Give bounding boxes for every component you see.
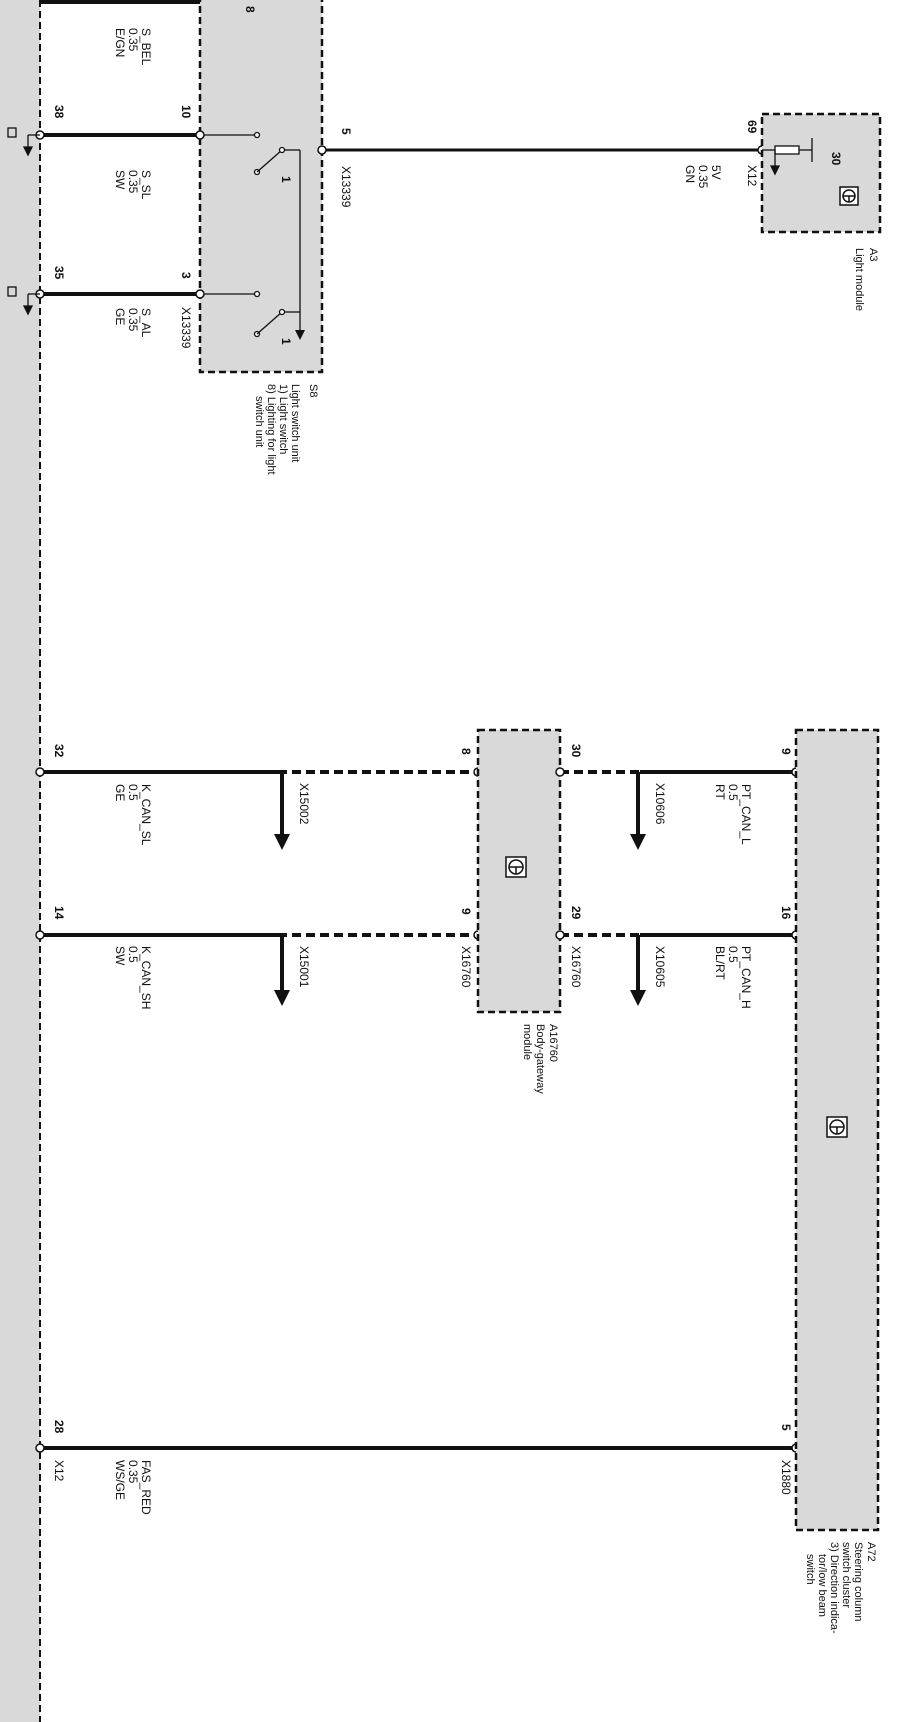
wire-s-sl-switch-pin: 10	[179, 105, 193, 119]
wire-s-al-cross-section: 0.35	[126, 308, 140, 332]
ground-arrow-icon	[274, 772, 290, 850]
wire-pt-can-l-module-pin: 9	[779, 748, 793, 755]
wire-5v-module-pin: 69	[745, 120, 759, 134]
wire-5v-switch-connector: X13339	[339, 166, 353, 208]
wire-k-can-sl-gateway-pin: 8	[459, 748, 473, 755]
wire-pt-can-h-module-pin: 16	[779, 906, 793, 920]
steering-id: A72	[865, 1542, 877, 1562]
wire-pt-can-l-signal: PT_CAN_L	[739, 784, 753, 845]
s-bel-color: E/GN	[113, 28, 127, 57]
ground-arrow-icon	[274, 935, 290, 1006]
pin-10-terminal	[195, 130, 205, 140]
wire-pt-can-h-gateway-connector: X16760	[569, 946, 583, 988]
wire-fas-red-color: WS/GE	[113, 1460, 127, 1500]
wire-fas-red-connector: X12	[52, 1460, 66, 1482]
light-module-terminal: 30	[829, 152, 843, 166]
ground-arrow-icon	[630, 772, 646, 850]
wire-pt-can-l-cross-section: 0.5	[726, 784, 740, 801]
gateway-line-1: Body-gateway	[534, 1024, 546, 1094]
steering-line-3: 3) Direction indica-	[828, 1542, 840, 1634]
s-bel-pin: 8	[243, 6, 257, 13]
wire-5v-signal: 5V	[709, 165, 723, 180]
wire-s-al-signal: S_AL	[139, 308, 153, 338]
wire-pt-can-h-color: BL/RT	[713, 946, 727, 980]
wire-fas-red-cross-section: 0.35	[126, 1460, 140, 1484]
light-module[interactable]	[760, 112, 882, 234]
steering-line-5: switch	[804, 1554, 816, 1585]
wire-s-al-color: GE	[113, 308, 127, 325]
wire-pt-can-l-splice: X10606	[653, 783, 667, 825]
wire-k-can-sh-color: SW	[113, 946, 127, 966]
ground-arrow-icon	[295, 330, 305, 340]
wire-fas-red-module-pin: 5	[779, 1424, 793, 1431]
pin-5-terminal	[317, 145, 327, 155]
switch-icon	[200, 131, 301, 338]
light-switch-line-2: 1) Light switch	[277, 384, 289, 454]
body-gateway-module[interactable]	[476, 728, 562, 1014]
wire-s-sl-left-pin: 38	[52, 105, 66, 119]
ground-arrow-icon	[7, 286, 40, 316]
pin-3-terminal	[195, 289, 205, 299]
wire-k-can-sl-splice: X15002	[297, 783, 311, 825]
pin-30-terminal	[555, 767, 565, 777]
steering-line-4: tor/low beam	[816, 1554, 828, 1617]
light-switch-unit[interactable]	[198, 0, 324, 374]
pin-32-terminal	[35, 767, 45, 777]
steering-line-1: Steering column	[852, 1542, 864, 1622]
gateway-line-2: module	[521, 1024, 533, 1060]
ground-arrow-icon	[7, 127, 40, 157]
wire-s-al-left-pin: 35	[52, 266, 66, 280]
control-unit-icon	[839, 186, 859, 206]
wire-s-al-connector: X13339	[179, 307, 193, 349]
gateway-id: A16760	[547, 1024, 559, 1062]
wire-k-can-sl-cross-section: 0.5	[126, 784, 140, 801]
wire-fas-red-module-connector: X1880	[779, 1460, 793, 1495]
wire-5v-module-connector: X12	[745, 165, 759, 187]
control-unit-icon	[505, 856, 527, 878]
wire-k-can-sh-cross-section: 0.5	[126, 946, 140, 963]
wire-s-al-switch-pin: 3	[179, 272, 193, 279]
wire-k-can-sh-gateway-connector: X16760	[459, 946, 473, 988]
wire-pt-can-l-gateway-pin: 30	[569, 744, 583, 758]
wire-fas-red-signal: FAS_RED	[139, 1460, 153, 1515]
s-bel-signal: S_BEL	[139, 28, 153, 66]
wire-pt-can-l-color: RT	[713, 784, 727, 800]
wire-5v-switch-pin: 5	[339, 128, 353, 135]
wire-k-can-sh-gateway-pin: 9	[459, 908, 473, 915]
light-switch-id: S8	[307, 384, 319, 397]
light-switch-line-1: Light switch unit	[289, 384, 301, 462]
wire-k-can-sh-left-pin: 14	[52, 906, 66, 920]
switch-contact-2: 1	[279, 338, 293, 345]
resistor-icon	[762, 138, 813, 176]
light-module-name: Light module	[853, 248, 865, 311]
wire-5v-color: GN	[683, 165, 697, 183]
light-switch-line-3: 8) Lighting for light	[265, 384, 277, 475]
wire-pt-can-h-gateway-pin: 29	[569, 906, 583, 920]
ground-arrow-icon	[630, 935, 646, 1006]
pin-14-terminal	[35, 930, 45, 940]
light-switch-line-4: switch unit	[253, 396, 265, 447]
wire-k-can-sl-left-pin: 32	[52, 744, 66, 758]
control-unit-icon	[826, 1116, 848, 1138]
ground-bus-strip	[0, 0, 40, 1722]
wire-k-can-sh-splice: X15001	[297, 946, 311, 988]
pin-28-terminal	[35, 1443, 45, 1453]
wire-fas-red-left-pin: 28	[52, 1420, 66, 1434]
switch-contact-1: 1	[279, 176, 293, 183]
wire-k-can-sh-signal: K_CAN_SH	[139, 946, 153, 1009]
s-bel-cross-section: 0.35	[126, 28, 140, 52]
wire-s-sl-color: SW	[113, 170, 127, 190]
wire-k-can-sl-signal: K_CAN_SL	[139, 784, 153, 846]
wire-pt-can-h-splice: X10605	[653, 946, 667, 988]
wire-5v-cross-section: 0.35	[696, 165, 710, 189]
wire-s-sl-signal: S_SL	[139, 170, 153, 200]
pin-29-terminal	[555, 930, 565, 940]
wire-pt-can-h-cross-section: 0.5	[726, 946, 740, 963]
wire-k-can-sl-color: GE	[113, 784, 127, 801]
steering-line-2: switch cluster	[840, 1542, 852, 1608]
wire-s-sl-cross-section: 0.35	[126, 170, 140, 194]
light-module-id: A3	[867, 248, 879, 261]
wire-pt-can-h-signal: PT_CAN_H	[739, 946, 753, 1009]
